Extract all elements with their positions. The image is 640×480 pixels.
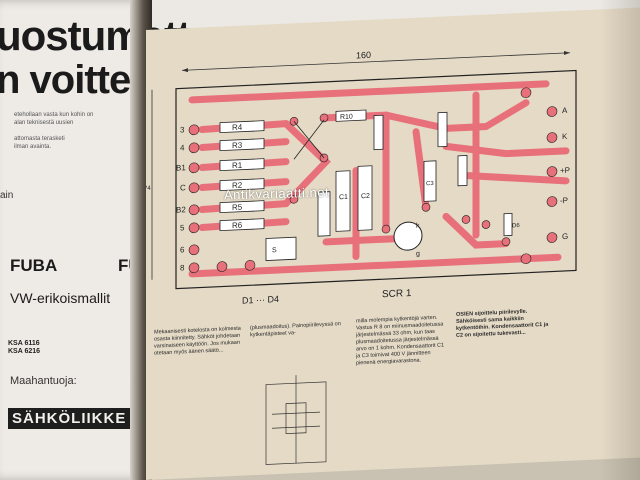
text-column-3: milla molempia kytkentöjä varten. Vastus… — [356, 314, 445, 367]
pin-label-3: 3 — [180, 125, 185, 134]
text-column-4: OSIEN sijoittelu piirilevylle. Sähköises… — [456, 308, 549, 339]
pin-label-8: 8 — [180, 263, 185, 272]
right-pin-labels: A K +P -P G — [560, 106, 570, 241]
resistor-label-r6: R6 — [232, 221, 243, 230]
left-body-text-3: attomasta terasketi — [14, 136, 65, 142]
rectifier-block — [265, 236, 297, 261]
left-body-text: etehollaan vasta kun kohin on — [14, 112, 94, 118]
left-side-mark: ain — [0, 190, 14, 201]
pin-label-plus-p: +P — [560, 166, 570, 175]
dimension-height-text: 74 — [146, 186, 151, 192]
scr-body — [393, 221, 423, 251]
pin-label-minus-p: -P — [560, 196, 568, 205]
pin-label-c: C — [180, 183, 186, 192]
watermark-text: Antikvariaatti.net — [223, 184, 330, 203]
scr-pin-k: k — [416, 223, 420, 230]
solder-pads — [188, 87, 558, 274]
left-headline-line2: n voitte l — [0, 58, 151, 102]
pin-label-b2: B2 — [176, 205, 186, 214]
diode-bridge — [293, 119, 325, 160]
maahantuoja-label: Maahantuoja: — [10, 375, 77, 387]
rectifier-symbol: S — [272, 247, 277, 254]
dimension-arrow-left — [182, 68, 188, 73]
resistor-label-r10: R10 — [340, 114, 353, 122]
label-scr1: SCR 1 — [382, 288, 412, 300]
copper-traces — [188, 80, 570, 278]
left-body-text-2: alan teknisestä uusien — [14, 120, 74, 126]
dimension-width-text: 160 — [356, 50, 371, 61]
vw-models-label: VW-erikoismallit — [10, 290, 111, 306]
resistor-bodies — [219, 109, 468, 232]
capacitor-label-c2: C2 — [361, 193, 370, 200]
right-edge-shadow — [600, 0, 640, 480]
circuit-diagram: 160 74 — [144, 50, 577, 465]
left-pin-labels: 3 4 B1 C B2 5 6 8 — [176, 125, 186, 272]
diode-d6 — [503, 212, 513, 237]
pin-label-k: K — [562, 132, 568, 141]
label-d1-d4: D1 ··· D4 — [242, 294, 279, 306]
resistor-label-r5: R5 — [232, 203, 243, 212]
pin-label-b1: B1 — [176, 163, 186, 172]
pin-label-g: G — [562, 232, 568, 241]
right-page: 160 74 — [144, 7, 640, 480]
pin-label-4: 4 — [180, 143, 185, 152]
text-column-1: Mekaanisesti kotelosta on kolmesta osast… — [154, 325, 241, 357]
pin-label-5: 5 — [180, 223, 185, 232]
pin-label-a: A — [562, 106, 568, 115]
resistor-label-r3: R3 — [232, 141, 243, 150]
text-column-2: (plusmaadoitus). Painopiirilevyssä on ky… — [250, 321, 341, 339]
left-page: uostumatto n voitte l etehollaan vasta k… — [0, 0, 216, 480]
resistor-label-r4: R4 — [232, 123, 243, 132]
ksa-line-2: KSA 6216 — [8, 348, 41, 355]
resistor-label-r2: R2 — [232, 181, 243, 190]
resistor-label-r1: R1 — [232, 161, 243, 170]
capacitor-label-c3: C3 — [426, 181, 434, 187]
left-body-text-4: ilman avainta. — [14, 144, 52, 150]
dimension-arrow-right — [564, 51, 570, 56]
scr-pin-g: g — [416, 251, 420, 258]
capacitor-bodies — [317, 160, 437, 237]
mechanical-drawing — [265, 375, 327, 465]
capacitor-label-c1: C1 — [339, 194, 348, 201]
diode-label-d6: D6 — [512, 223, 520, 229]
dimension-line-top — [182, 52, 570, 71]
importer-name: SÄHKÖLIIKKE — [8, 408, 131, 429]
board-outline — [175, 69, 577, 290]
fuba-label-left: FUBA — [10, 256, 58, 275]
pin-label-6: 6 — [180, 245, 185, 254]
ksa-line-1: KSA 6116 — [8, 340, 40, 347]
